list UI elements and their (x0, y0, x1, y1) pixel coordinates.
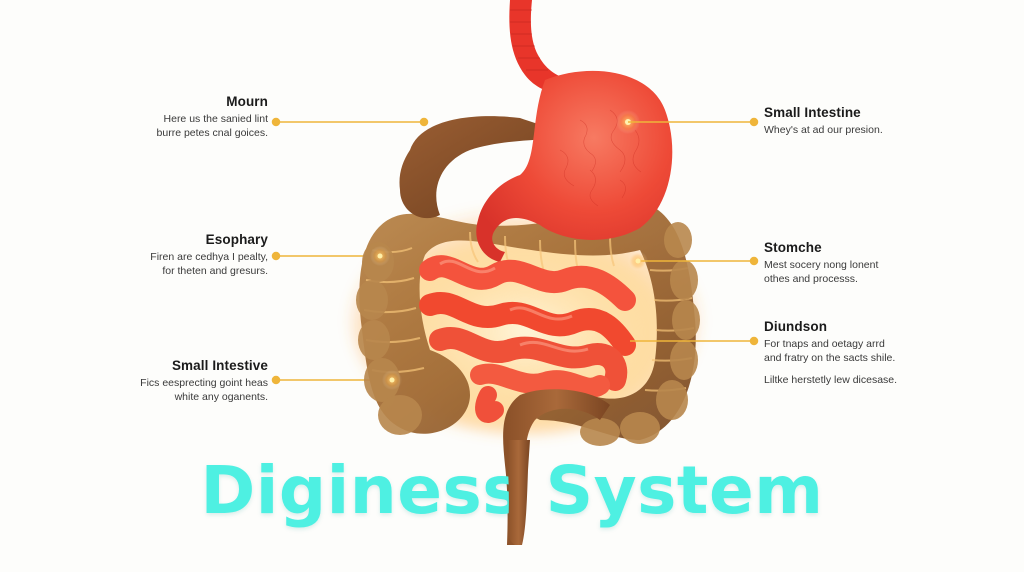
diagram-title: Diginess System (200, 452, 824, 529)
desc-line: othes and processs. (764, 273, 858, 285)
desc-line: Mest socery nong lonent (764, 259, 879, 271)
desc-line: Fics eesprecting goint heas (140, 377, 268, 389)
label-diundson: Diundson For tnaps and oetagy arrd and f… (764, 319, 897, 387)
glow-markers (370, 246, 648, 390)
desc-line: Firen are cedhya I pealty, (150, 251, 268, 263)
label-desc-extra: Liltke herstetly lew dicesase. (764, 374, 898, 386)
label-desc: Here us the sanied lint burre petes cnal… (157, 112, 268, 140)
desc-line: Here us the sanied lint (163, 113, 268, 125)
leader-lines-right (628, 117, 759, 346)
esophagus-shape (509, 0, 570, 95)
label-stomche: Stomche Mest socery nong lonent othes an… (764, 240, 878, 286)
liver-shape (399, 116, 565, 219)
label-title: Small Intestive (171, 358, 268, 373)
desc-line: and fratry on the sacts shile. (764, 352, 896, 364)
small-intestine-shape (419, 255, 636, 423)
label-title: Small Intestine (764, 105, 861, 120)
label-esophary: Esophary Firen are cedhya I pealty, for … (150, 232, 268, 278)
desc-line: Whey's at ad our presion. (764, 124, 883, 136)
label-small-intestine: Small Intestine Whey's at ad our presion… (764, 105, 883, 137)
label-desc: Firen are cedhya I pealty, for theten an… (150, 250, 268, 278)
label-desc: Mest socery nong lonent othes and proces… (764, 258, 878, 286)
desc-line: burre petes cnal goices. (156, 127, 268, 139)
label-title: Esophary (205, 232, 268, 247)
rectum-shape (503, 389, 610, 545)
label-mourn: Mourn Here us the sanied lint burre pete… (157, 94, 268, 140)
label-small-intestive: Small Intestive Fics eesprecting goint h… (140, 358, 268, 404)
label-title: Stomche (764, 240, 822, 255)
label-desc: For tnaps and oetagy arrd and fratry on … (764, 337, 897, 365)
label-title: Diundson (764, 319, 828, 334)
label-title: Mourn (226, 94, 268, 109)
label-desc: Whey's at ad our presion. (764, 123, 883, 137)
desc-line: For tnaps and oetagy arrd (764, 338, 885, 350)
desc-line: white any oganents. (174, 391, 268, 403)
desc-line: for theten and gresurs. (162, 265, 268, 277)
label-desc: Fics eesprecting goint heas white any og… (140, 376, 268, 404)
